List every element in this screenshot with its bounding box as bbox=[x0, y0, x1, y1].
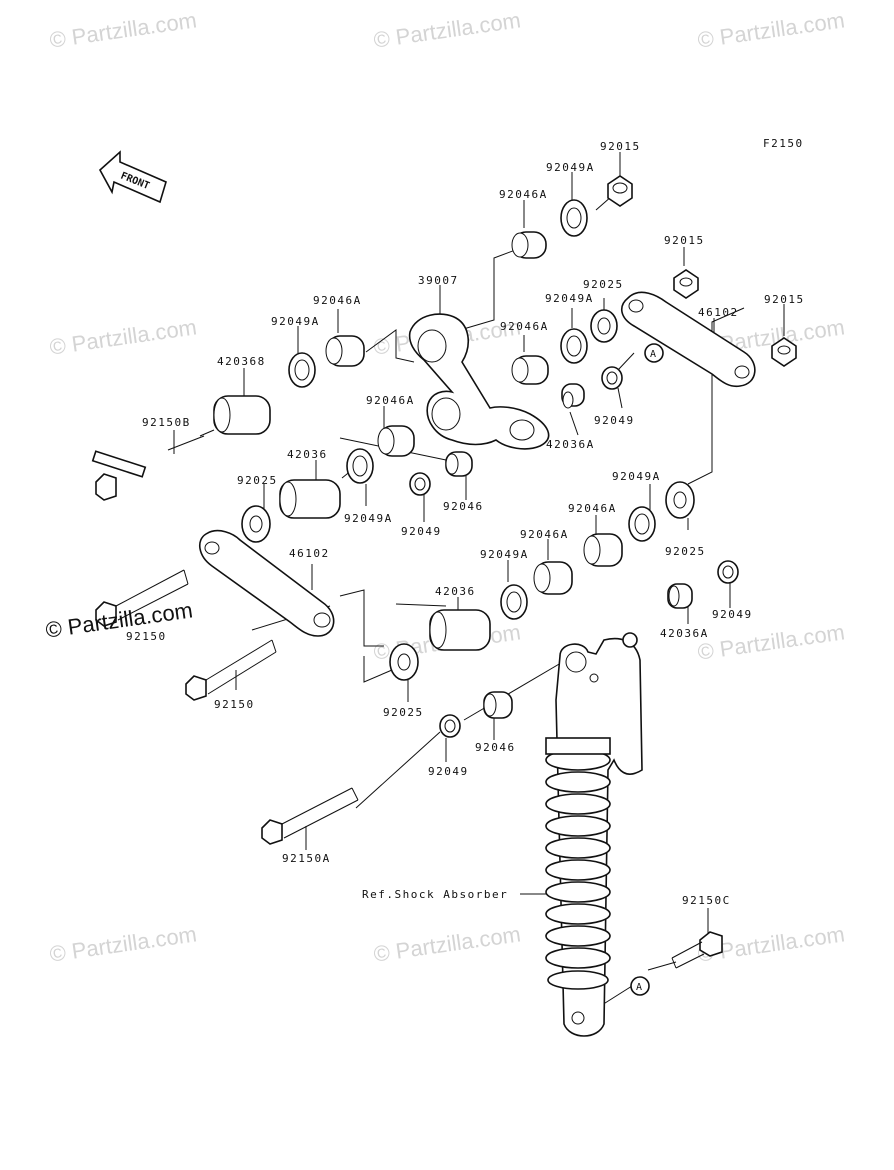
collar-42036A-lower bbox=[667, 583, 693, 609]
part-label: 42036 bbox=[435, 585, 476, 598]
bearing-92046A-lower-right bbox=[533, 561, 573, 595]
seal-92049-top bbox=[601, 366, 623, 390]
part-label: 92150A bbox=[282, 852, 331, 865]
bearing-92046A-mid bbox=[511, 355, 549, 385]
bolt-92150C bbox=[671, 931, 723, 969]
part-label: 92150 bbox=[126, 630, 167, 643]
part-label: 92049 bbox=[401, 525, 442, 538]
part-label: 92049A bbox=[344, 512, 393, 525]
figure-code: F2150 bbox=[763, 137, 804, 150]
part-label: 92015 bbox=[664, 234, 705, 247]
part-label: 92046A bbox=[313, 294, 362, 307]
part-label: 92049A bbox=[271, 315, 320, 328]
bolt-92150-upper bbox=[95, 569, 189, 627]
seal-92049A-lower-right bbox=[500, 584, 528, 620]
callout-a-top: A bbox=[644, 343, 664, 363]
part-label: 92049A bbox=[545, 292, 594, 305]
svg-text:A: A bbox=[636, 982, 642, 993]
collar-42036-lower bbox=[429, 609, 491, 651]
seal-92049-bottom bbox=[439, 714, 461, 738]
tie-rod-46102-upper bbox=[621, 291, 756, 388]
nut-92015-top bbox=[607, 175, 633, 207]
bolt-92150A bbox=[261, 787, 359, 845]
part-label: 92049A bbox=[612, 470, 661, 483]
part-label: 42036 bbox=[287, 448, 328, 461]
bearing-92046A-right bbox=[583, 533, 623, 567]
part-label: 92150 bbox=[214, 698, 255, 711]
part-label: 92150B bbox=[142, 416, 191, 429]
bearing-92046A-top bbox=[511, 231, 547, 259]
bearing-92046A-lower-left bbox=[377, 425, 415, 457]
seal-92049A-mid bbox=[560, 328, 588, 364]
part-label: 92046A bbox=[499, 188, 548, 201]
bearing-92046A-left bbox=[325, 335, 365, 367]
bearing-92046-lower bbox=[445, 451, 473, 477]
part-label: 92046 bbox=[475, 741, 516, 754]
part-label: 92049 bbox=[712, 608, 753, 621]
part-label: 92025 bbox=[237, 474, 278, 487]
seal-92049A-right bbox=[628, 506, 656, 542]
part-label: 39007 bbox=[418, 274, 459, 287]
bolt-92150B bbox=[91, 435, 205, 501]
nut-92015-right bbox=[771, 337, 797, 367]
washer-92025-lower bbox=[389, 643, 419, 681]
collar-42036-upper bbox=[279, 479, 341, 519]
seal-92049-right bbox=[717, 560, 739, 584]
part-label: 92015 bbox=[600, 140, 641, 153]
seal-92049A-left bbox=[288, 352, 316, 388]
seal-92049A-lower-left bbox=[346, 448, 374, 484]
bearing-92046-bottom bbox=[483, 691, 513, 719]
tie-rod-46102-lower bbox=[199, 529, 335, 637]
part-label: 46102 bbox=[289, 547, 330, 560]
seal-92049-lower bbox=[409, 472, 431, 496]
part-label: 46102 bbox=[698, 306, 739, 319]
shock-absorber bbox=[545, 632, 643, 1037]
rocker-arm-39007 bbox=[408, 313, 550, 450]
svg-text:A: A bbox=[650, 349, 656, 360]
shock-spring bbox=[545, 737, 611, 990]
part-label: 92150C bbox=[682, 894, 731, 907]
part-label: 92046A bbox=[500, 320, 549, 333]
part-label: 92046A bbox=[520, 528, 569, 541]
seal-92049A-top bbox=[560, 199, 588, 237]
part-label: 92046A bbox=[366, 394, 415, 407]
bolt-92150-lower bbox=[185, 639, 277, 701]
part-label: 92049 bbox=[428, 765, 469, 778]
part-label: 92025 bbox=[383, 706, 424, 719]
part-label: 42036A bbox=[660, 627, 709, 640]
part-label: 92025 bbox=[665, 545, 706, 558]
washer-92025-left bbox=[241, 505, 271, 543]
part-label: 92049A bbox=[480, 548, 529, 561]
callout-a-bottom: A bbox=[630, 976, 650, 996]
collar-420368 bbox=[213, 395, 271, 435]
nut-92015-mid bbox=[673, 269, 699, 299]
ref-shock-absorber-label: Ref.Shock Absorber bbox=[362, 888, 509, 901]
part-label: 92049 bbox=[594, 414, 635, 427]
front-arrow-icon: FRONT bbox=[98, 150, 167, 204]
part-label: 420368 bbox=[217, 355, 266, 368]
washer-92025-top bbox=[590, 309, 618, 343]
part-label: 92046 bbox=[443, 500, 484, 513]
part-label: 42036A bbox=[546, 438, 595, 451]
washer-92025-right bbox=[665, 481, 695, 519]
part-label: 92025 bbox=[583, 278, 624, 291]
collar-42036A-top bbox=[561, 383, 585, 409]
part-label: 92015 bbox=[764, 293, 805, 306]
part-label: 92046A bbox=[568, 502, 617, 515]
part-label: 92049A bbox=[546, 161, 595, 174]
